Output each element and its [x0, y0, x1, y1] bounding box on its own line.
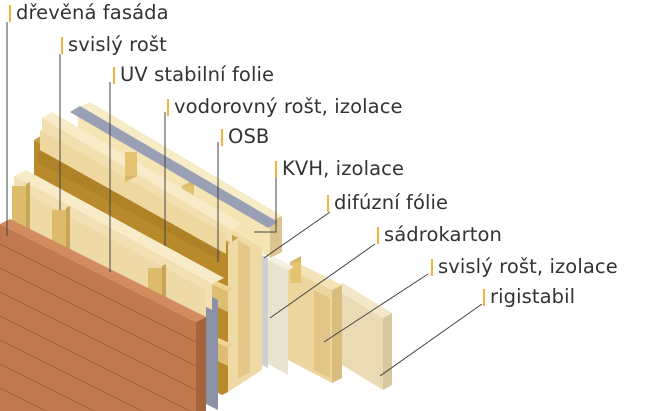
label-svisly-rost-izolace: svislý rošt, izolace [431, 256, 618, 278]
layer-rigistabil [334, 283, 392, 390]
label-rigistabil: rigistabil [483, 286, 575, 308]
label-drevena-fasada: dřevěná fasáda [9, 2, 169, 24]
label-kvh-izolace: KVH, izolace [275, 158, 404, 180]
layer-drevena-fasada [0, 219, 206, 411]
layer-sadrokarton [268, 257, 294, 375]
layer-vodorovny-rost-izolace [40, 112, 242, 366]
label-svisly-rost: svislý rošt [61, 34, 167, 56]
label-uv-folie: UV stabilní folie [113, 64, 274, 86]
label-sadrokarton: sádrokarton [377, 224, 502, 246]
leader-lines [6, 22, 483, 377]
layer-difuzni-folie [262, 255, 268, 368]
label-vodorovny-rost: vodorovný rošt, izolace [167, 96, 403, 118]
layer-svisly-rost-izolace [288, 256, 342, 383]
label-difuzni-folie: difúzní fólie [327, 192, 448, 214]
label-osb: OSB [221, 126, 269, 148]
